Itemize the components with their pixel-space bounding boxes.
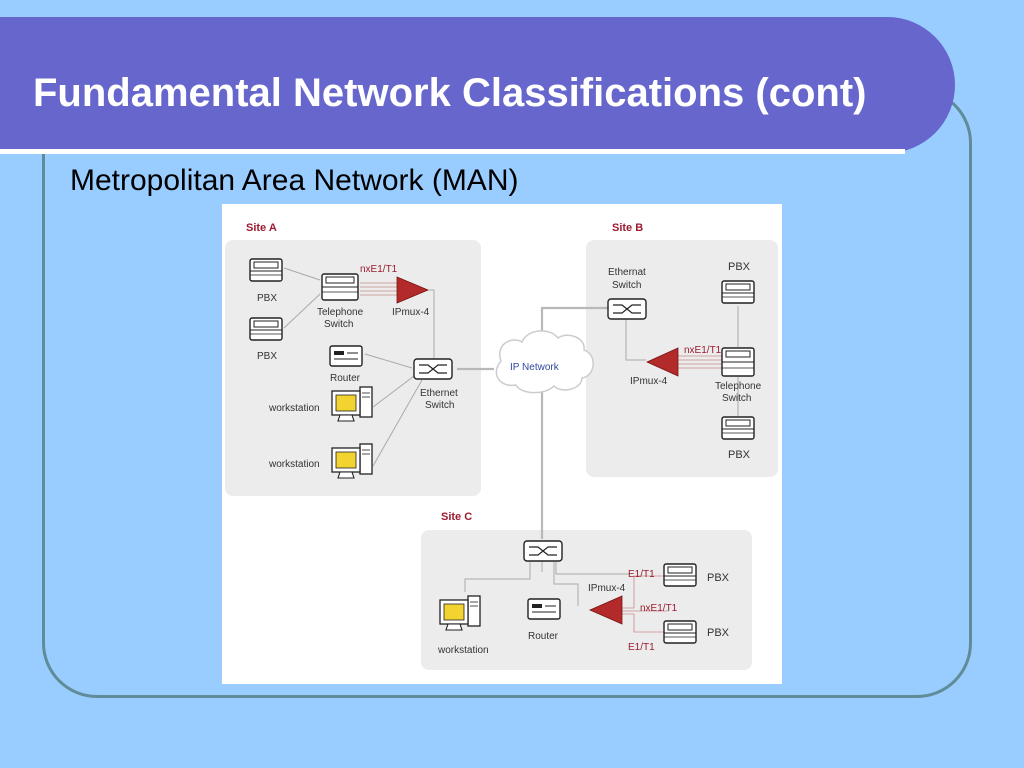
site-b-trunk — [678, 355, 722, 369]
site-b-pbx-2-label: PBX — [728, 449, 751, 461]
site-b-ipmux-label: IPmux-4 — [630, 376, 668, 387]
site-a-telephone-switch-label-1: Telephone — [317, 307, 364, 318]
title-underline — [0, 149, 905, 154]
ip-network-cloud: IP Network — [495, 330, 594, 394]
site-a-panel — [225, 240, 481, 496]
site-a-router-icon — [329, 345, 363, 367]
site-c-trunk — [622, 575, 668, 633]
site-a-ipmux-label: IPmux-4 — [392, 307, 430, 318]
network-diagram-svg: Site A Site B Site C — [225, 222, 778, 670]
slide-title: Fundamental Network Classifications (con… — [33, 71, 867, 115]
site-b-pbx-1-icon — [721, 280, 755, 304]
site-a-pbx-1-label: PBX — [257, 293, 277, 304]
site-b-label: Site B — [612, 222, 643, 234]
ip-network-label: IP Network — [510, 362, 560, 373]
title-bar: Fundamental Network Classifications (con… — [0, 17, 955, 154]
site-b-ethernet-switch-icon — [607, 298, 647, 320]
site-a-pbx-2-label: PBX — [257, 351, 277, 362]
site-a-label: Site A — [246, 222, 277, 234]
site-b-ethernet-switch-label-1: Ethernat — [608, 267, 646, 278]
site-c-connectors — [464, 561, 630, 606]
site-a-ethernet-switch-label-2: Switch — [425, 400, 454, 411]
site-c-link-2-label: nxE1/T1 — [640, 603, 678, 614]
site-b-telephone-switch-icon — [721, 347, 755, 377]
site-a-ethernet-switch-label-1: Ethernet — [420, 388, 458, 399]
site-c-ethernet-switch-icon — [523, 540, 563, 562]
site-b-telephone-switch-label-1: Telephone — [715, 381, 762, 392]
site-a-ethernet-switch-icon — [413, 358, 453, 380]
site-a-router-label: Router — [330, 373, 361, 384]
site-b-link-label: nxE1/T1 — [684, 345, 722, 356]
site-c-ipmux-label: IPmux-4 — [588, 583, 626, 594]
site-b-telephone-switch-label-2: Switch — [722, 393, 751, 404]
site-c-workstation-label: workstation — [437, 645, 489, 656]
site-c-pbx-2-label: PBX — [707, 627, 730, 639]
slide-subtitle: Metropolitan Area Network (MAN) — [70, 164, 519, 197]
site-c-router-label: Router — [528, 631, 559, 642]
site-a-telephone-switch-label-2: Switch — [324, 319, 353, 330]
site-a-telephone-switch-icon — [321, 273, 359, 301]
site-a-connectors — [283, 267, 435, 467]
site-b-pbx-1-label: PBX — [728, 261, 751, 273]
site-b-ethernet-switch-label-2: Switch — [612, 280, 641, 291]
site-c-link-1-label: E1/T1 — [628, 569, 655, 580]
site-c-link-3-label: E1/T1 — [628, 642, 655, 653]
site-b-connectors — [625, 306, 739, 416]
site-c-ipmux-icon — [589, 595, 623, 625]
site-a-pbx-2-icon — [249, 317, 283, 341]
site-a-link-label: nxE1/T1 — [360, 264, 398, 275]
site-b-ipmux-icon — [646, 347, 679, 377]
site-a-pbx-1-icon — [249, 258, 283, 282]
site-a-workstation-1-label: workstation — [268, 403, 320, 414]
site-a-trunk — [360, 282, 398, 296]
site-c-router-icon — [527, 598, 561, 620]
site-b-pbx-2-icon — [721, 416, 755, 440]
site-c-pbx-1-icon — [663, 563, 697, 587]
site-c-pbx-2-icon — [663, 620, 697, 644]
network-diagram: Site A Site B Site C — [222, 204, 782, 684]
site-a-ipmux-icon — [396, 276, 430, 304]
site-c-label: Site C — [441, 511, 472, 523]
site-a-workstation-2-label: workstation — [268, 459, 320, 470]
site-c-pbx-1-label: PBX — [707, 572, 730, 584]
